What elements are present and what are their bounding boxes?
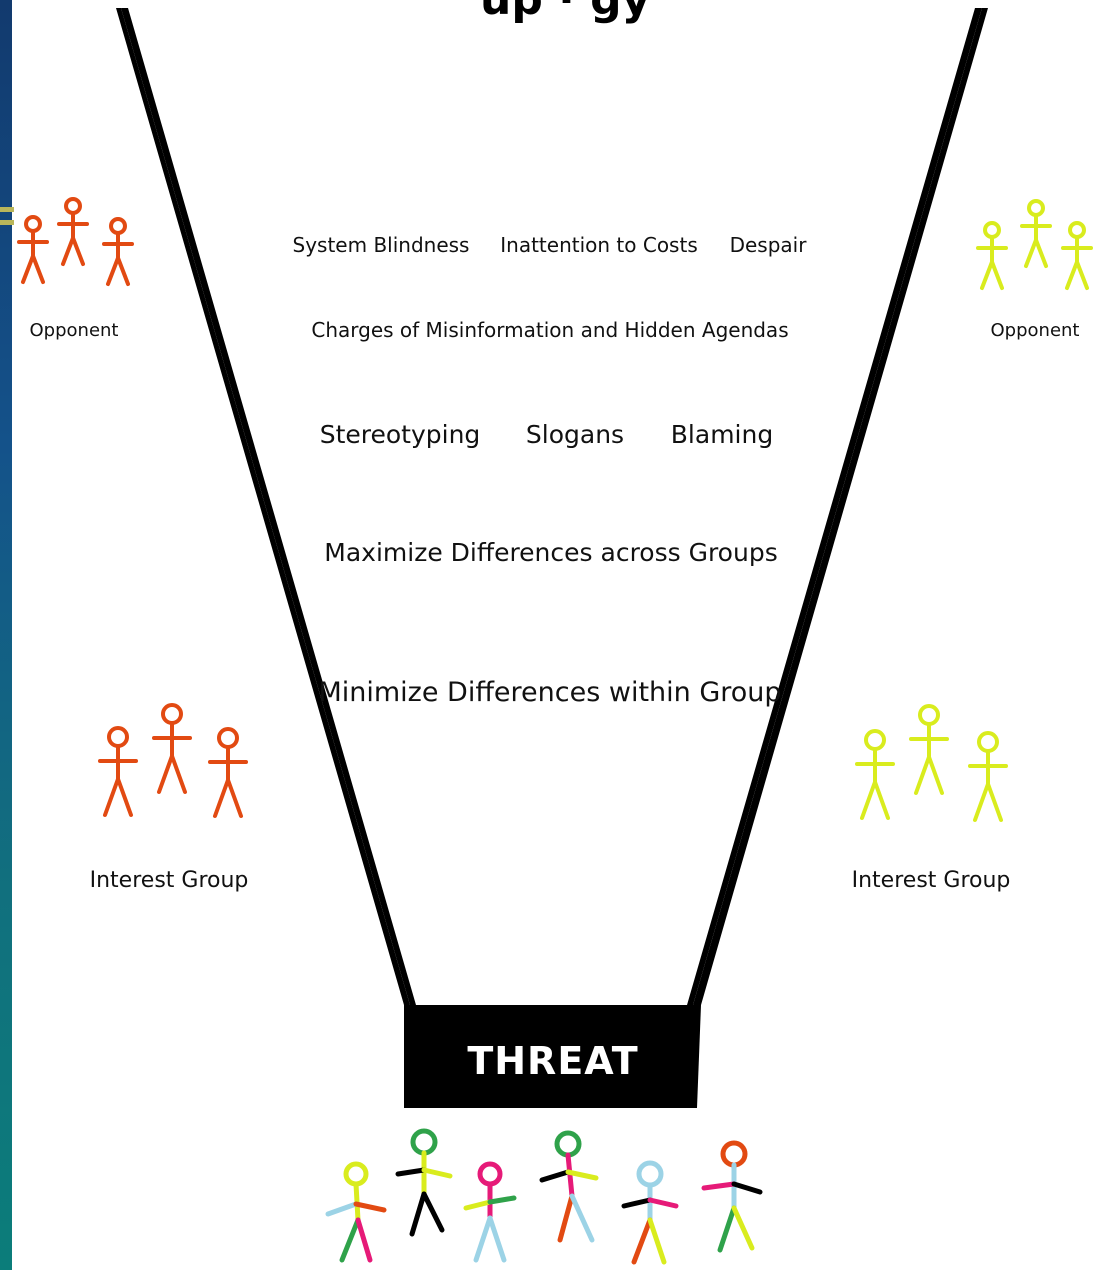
- right-interest-group-label: Interest Group: [851, 868, 1011, 893]
- stick-figure-crowd-icon: [325, 1128, 763, 1265]
- sidebar-accent-bar: [0, 207, 14, 212]
- funnel-right-shade: [687, 8, 982, 1005]
- funnel-item-inattention-to-costs: Inattention to Costs: [500, 233, 698, 257]
- funnel-item-system-blindness: System Blindness: [292, 233, 470, 257]
- funnel-item-minimize-differences: Minimize Differences within Group: [318, 677, 782, 708]
- funnel-item-blaming: Blaming: [670, 420, 774, 449]
- funnel-left-shade: [121, 8, 416, 1005]
- funnel-base: [404, 1005, 701, 1108]
- slide-sidebar: [0, 0, 14, 1270]
- stick-figure-group-icon: [17, 197, 134, 286]
- funnel-item-slogans: Slogans: [525, 420, 625, 449]
- funnel-item-maximize-differences: Maximize Differences across Groups: [324, 538, 778, 567]
- funnel-item-charges: Charges of Misinformation and Hidden Age…: [311, 318, 789, 342]
- stick-figure-group-icon: [855, 704, 1008, 822]
- left-opponent-label: Opponent: [29, 320, 119, 341]
- funnel-item-stereotyping: Stereotyping: [319, 420, 481, 449]
- right-opponent-label: Opponent: [990, 320, 1080, 341]
- funnel-right-wall: [693, 8, 988, 1005]
- funnel-left-wall: [116, 8, 410, 1005]
- slide-title-fragment: up · gy: [480, 0, 650, 22]
- left-interest-group-label: Interest Group: [89, 868, 249, 893]
- sidebar-accent-bar: [0, 220, 14, 225]
- funnel-base-label: THREAT: [467, 1039, 639, 1083]
- funnel-item-despair: Despair: [729, 233, 807, 257]
- stick-figure-group-icon: [976, 199, 1093, 290]
- stick-figure-group-icon: [98, 703, 248, 818]
